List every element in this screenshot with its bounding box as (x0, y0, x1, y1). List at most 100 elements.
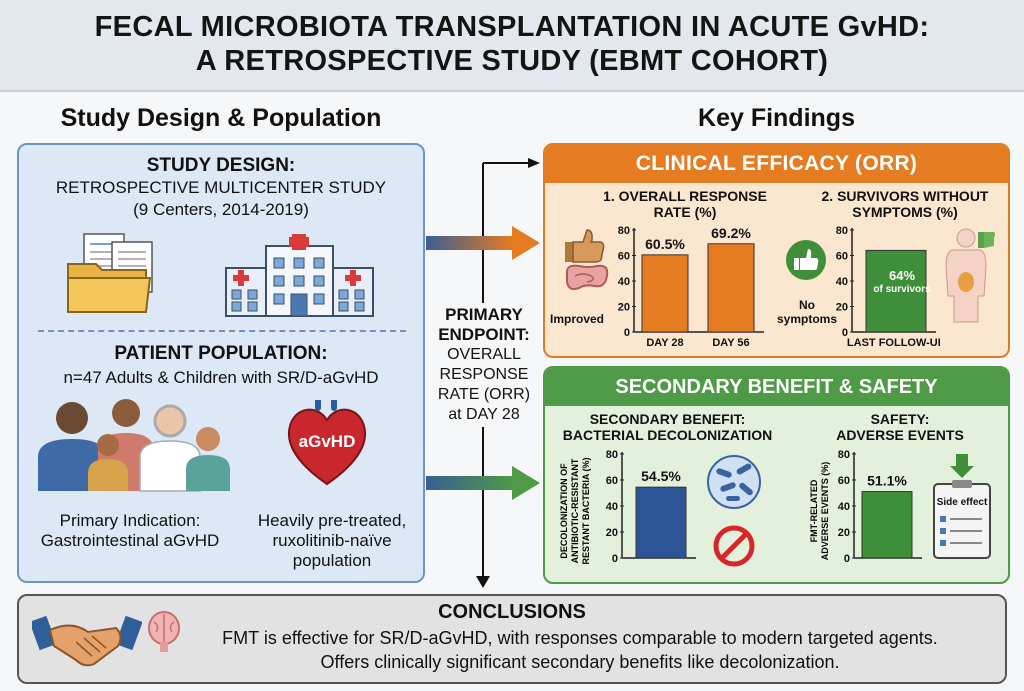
title-line-2: A RETROSPECTIVE STUDY (EBMT COHORT) (195, 45, 829, 77)
study-design-section-title: Study Design & Population (60, 104, 382, 132)
y-tick-label: 0 (844, 553, 850, 565)
survivors-chart-title-1: 2. SURVIVORS WITHOUT (821, 188, 989, 204)
endpoint-line-6: at DAY 28 (448, 406, 520, 423)
indication-line-1: Primary Indication: (59, 511, 201, 530)
survivors-bar-caption: of survivors (873, 284, 931, 295)
safety-y-axis-label: FMT-RELATED ADVERSE EVENTS (%) (809, 462, 830, 561)
bar (641, 254, 689, 333)
benefit-ylabel-2: ANTIBIOTIC-RESISTANT (570, 458, 580, 563)
y-tick-label: 40 (836, 276, 848, 288)
benefit-title-1: SECONDARY BENEFIT: (589, 411, 746, 427)
study-design-panel (17, 143, 425, 583)
y-tick-label: 40 (606, 501, 618, 513)
primary-endpoint-box: PRIMARY ENDPOINT: OVERALL RESPONSE RATE … (432, 303, 536, 427)
no-symbol-icon (713, 525, 755, 567)
benefit-title-2: BACTERIAL DECOLONIZATION (562, 427, 773, 443)
y-tick-label: 20 (836, 302, 848, 314)
clipboard-label: Side effect (936, 497, 988, 508)
y-tick-label: 60 (838, 475, 850, 487)
bar-value-label: 51.1% (867, 473, 907, 489)
bacteria-icon (707, 455, 761, 509)
documents-folder-icon (67, 233, 153, 313)
brain-icon (148, 611, 180, 652)
adverse-events-bar-chart: 0 20 40 60 80 51.1% (838, 449, 922, 565)
no-symptoms-label-1: No (799, 298, 815, 312)
handshake-icon (32, 615, 142, 667)
thumbs-up-circle-icon (786, 240, 826, 280)
panel-divider (38, 330, 406, 332)
improved-label: Improved (550, 312, 605, 326)
y-tick-label: 0 (624, 327, 630, 339)
heart-label: aGvHD (298, 432, 356, 451)
benefit-y-axis-label: DECOLONIZATION OF ANTIBIOTIC-RESISTANT R… (559, 458, 591, 565)
study-design-line-1: RETROSPECTIVE MULTICENTER STUDY (55, 178, 387, 197)
x-category-label: LAST FOLLOW-UP (847, 337, 940, 349)
population-heading: PATIENT POPULATION: (114, 343, 328, 364)
bar-value-label: 60.5% (645, 236, 685, 252)
clinical-efficacy-panel: CLINICAL EFFICACY (ORR) (543, 143, 1010, 358)
endpoint-line-3: OVERALL (447, 346, 521, 363)
conclusions-line-2: Offers clinically significant secondary … (320, 652, 840, 672)
y-tick-label: 20 (606, 527, 618, 539)
bar (635, 486, 687, 559)
indication-line-2: Gastrointestinal aGvHD (40, 531, 220, 550)
thumbs-up-intestine-icon (565, 229, 609, 291)
x-category-label: DAY 56 (712, 337, 749, 349)
bar (865, 249, 927, 333)
y-tick-label: 80 (836, 225, 848, 237)
y-tick-label: 40 (838, 501, 850, 513)
body-silhouette-icon (945, 228, 995, 323)
endpoint-line-4: RESPONSE (439, 366, 529, 383)
conclusions-panel (17, 594, 1007, 684)
benefit-ylabel-1: DECOLONIZATION OF (559, 463, 569, 559)
y-tick-label: 0 (842, 327, 848, 339)
conclusions-line-1: FMT is effective for SR/D-aGvHD, with re… (222, 628, 938, 648)
survivors-chart-title-2: SYMPTOMS (%) (852, 204, 958, 220)
patients-family-icon (38, 399, 230, 492)
y-tick-label: 20 (838, 527, 850, 539)
survivors-bar-value: 64% (888, 268, 916, 283)
heart-icon (288, 400, 366, 486)
secondary-benefit-header: SECONDARY BENEFIT & SAFETY (545, 368, 1008, 406)
endpoint-line-1: PRIMARY (445, 305, 523, 324)
no-symptoms-label-2: symptoms (776, 312, 838, 326)
bar-value-label: 54.5% (641, 468, 681, 484)
endpoint-line-5: RATE (ORR) (437, 386, 531, 403)
title-banner: FECAL MICROBIOTA TRANSPLANTATION IN ACUT… (0, 0, 1024, 92)
pretreated-line-2: ruxolitinib-naïve (272, 531, 392, 550)
y-tick-label: 60 (606, 475, 618, 487)
clinical-efficacy-header: CLINICAL EFFICACY (ORR) (545, 145, 1008, 183)
safety-title-2: ADVERSE EVENTS (836, 427, 964, 443)
y-tick-label: 80 (838, 449, 850, 461)
hospital-icon (225, 234, 374, 317)
safety-title-1: SAFETY: (870, 411, 930, 427)
benefit-ylabel-3: RESTANT BACTERIA (%) (581, 458, 591, 565)
secondary-benefit-panel: SECONDARY BENEFIT & SAFETY (543, 366, 1010, 584)
conclusions-heading: CONCLUSIONS (438, 601, 586, 623)
orr-chart-title-1: 1. OVERALL RESPONSE (603, 188, 767, 204)
y-tick-label: 60 (836, 251, 848, 263)
title-line-1: FECAL MICROBIOTA TRANSPLANTATION IN ACUT… (94, 11, 930, 43)
bar-value-label: 69.2% (711, 225, 751, 241)
clipboard-icon (933, 454, 991, 559)
orr-chart-title-2: RATE (%) (653, 204, 717, 220)
y-tick-label: 20 (618, 302, 630, 314)
study-design-line-2: (9 Centers, 2014-2019) (133, 200, 309, 219)
y-tick-label: 0 (612, 553, 618, 565)
bar (707, 243, 755, 333)
study-design-heading: STUDY DESIGN: (146, 155, 296, 176)
endpoint-line-2: ENDPOINT: (438, 325, 530, 344)
safety-ylabel-2: ADVERSE EVENTS (%) (820, 462, 830, 561)
pretreated-line-1: Heavily pre-treated, (257, 511, 407, 530)
y-tick-label: 60 (618, 251, 630, 263)
key-findings-section-title: Key Findings (698, 104, 855, 132)
y-tick-label: 40 (618, 276, 630, 288)
bar (861, 491, 913, 559)
x-category-label: DAY 28 (646, 337, 683, 349)
population-line: n=47 Adults & Children with SR/D-aGvHD (63, 368, 379, 387)
safety-ylabel-1: FMT-RELATED (809, 479, 819, 542)
pretreated-line-3: population (292, 551, 372, 570)
